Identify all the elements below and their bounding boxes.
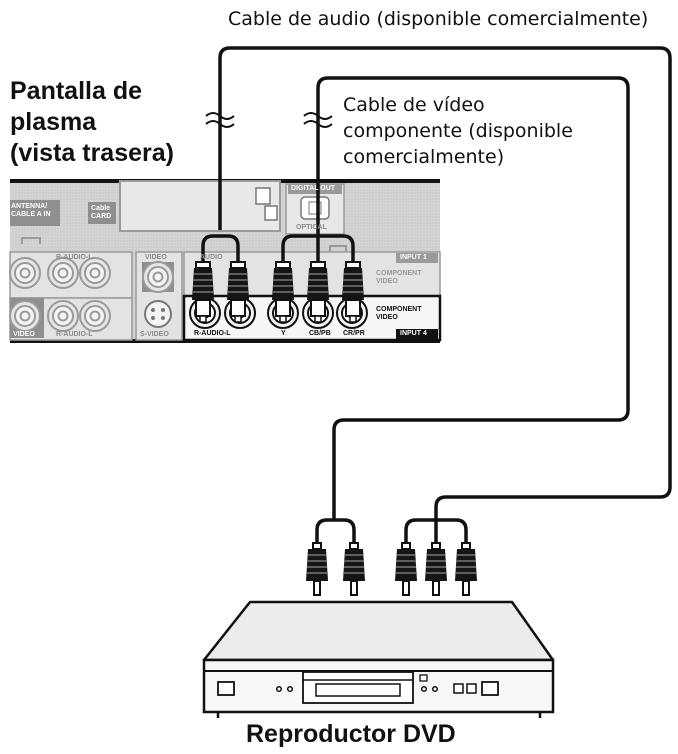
dvd-player bbox=[202, 600, 555, 718]
cr-pr-jack-label: CR/PR bbox=[343, 330, 365, 337]
cablecard-label-line-2: CARD bbox=[91, 213, 112, 220]
cb-pb-jack-label: CB/PB bbox=[309, 330, 331, 337]
video-cable-label: Cable de vídeo componente (disponible co… bbox=[343, 92, 573, 170]
panel-title: Pantalla de plasma (vista trasera) bbox=[10, 76, 174, 169]
antenna-label: ANTENNA/ CABLE A IN bbox=[11, 203, 51, 219]
component-video-1-label: COMPONENT VIDEO bbox=[376, 270, 422, 286]
component-video-4-line-2: VIDEO bbox=[376, 314, 398, 321]
r-audio-l-row-label: R-AUDIO-L bbox=[194, 330, 231, 337]
dvd-player-label: Reproductor DVD bbox=[246, 720, 456, 748]
antenna-label-line-2: CABLE A IN bbox=[11, 211, 51, 218]
digital-out-label: DIGITAL OUT bbox=[291, 185, 336, 192]
r-audio-l-bottom-label: R-AUDIO-L bbox=[56, 331, 93, 338]
input1-badge: INPUT 1 bbox=[400, 254, 427, 261]
video-left-label: VIDEO bbox=[13, 331, 35, 338]
component-video-1-line-2: VIDEO bbox=[376, 278, 398, 285]
antenna-label-line-1: ANTENNA/ bbox=[11, 203, 48, 210]
rear-panel bbox=[9, 179, 442, 343]
component-video-1-line-1: COMPONENT bbox=[376, 270, 422, 277]
s-video-label: S-VIDEO bbox=[140, 331, 169, 338]
video-cable-label-line-1: Cable de vídeo bbox=[343, 94, 485, 116]
r-audio-l-top-label: R-AUDIO-L bbox=[56, 254, 93, 261]
cablecard-label: Cable CARD bbox=[91, 205, 111, 221]
video-cable-label-line-2: componente (disponible bbox=[343, 120, 573, 142]
audio-cable bbox=[201, 46, 672, 545]
cablecard-label-line-1: Cable bbox=[91, 205, 111, 212]
video-cable bbox=[281, 76, 630, 545]
optical-label: OPTICAL bbox=[296, 224, 327, 231]
panel-title-line-3: (vista trasera) bbox=[10, 139, 174, 167]
input4-badge: INPUT 4 bbox=[400, 330, 427, 337]
cable-break-marks bbox=[205, 112, 333, 128]
panel-title-line-2: plasma bbox=[10, 108, 97, 136]
component-video-4-line-1: COMPONENT bbox=[376, 306, 422, 313]
component-video-4-label: COMPONENT VIDEO bbox=[376, 306, 422, 322]
y-jack-label: Y bbox=[281, 330, 286, 337]
audio-top-label: AUDIO bbox=[200, 254, 223, 261]
video-cable-label-line-3: comercialmente) bbox=[343, 146, 505, 168]
panel-title-line-1: Pantalla de bbox=[10, 77, 142, 105]
audio-cable-label: Cable de audio (disponible comercialment… bbox=[228, 8, 649, 30]
video-mid-label: VIDEO bbox=[145, 254, 167, 261]
dvd-plugs bbox=[305, 542, 478, 596]
